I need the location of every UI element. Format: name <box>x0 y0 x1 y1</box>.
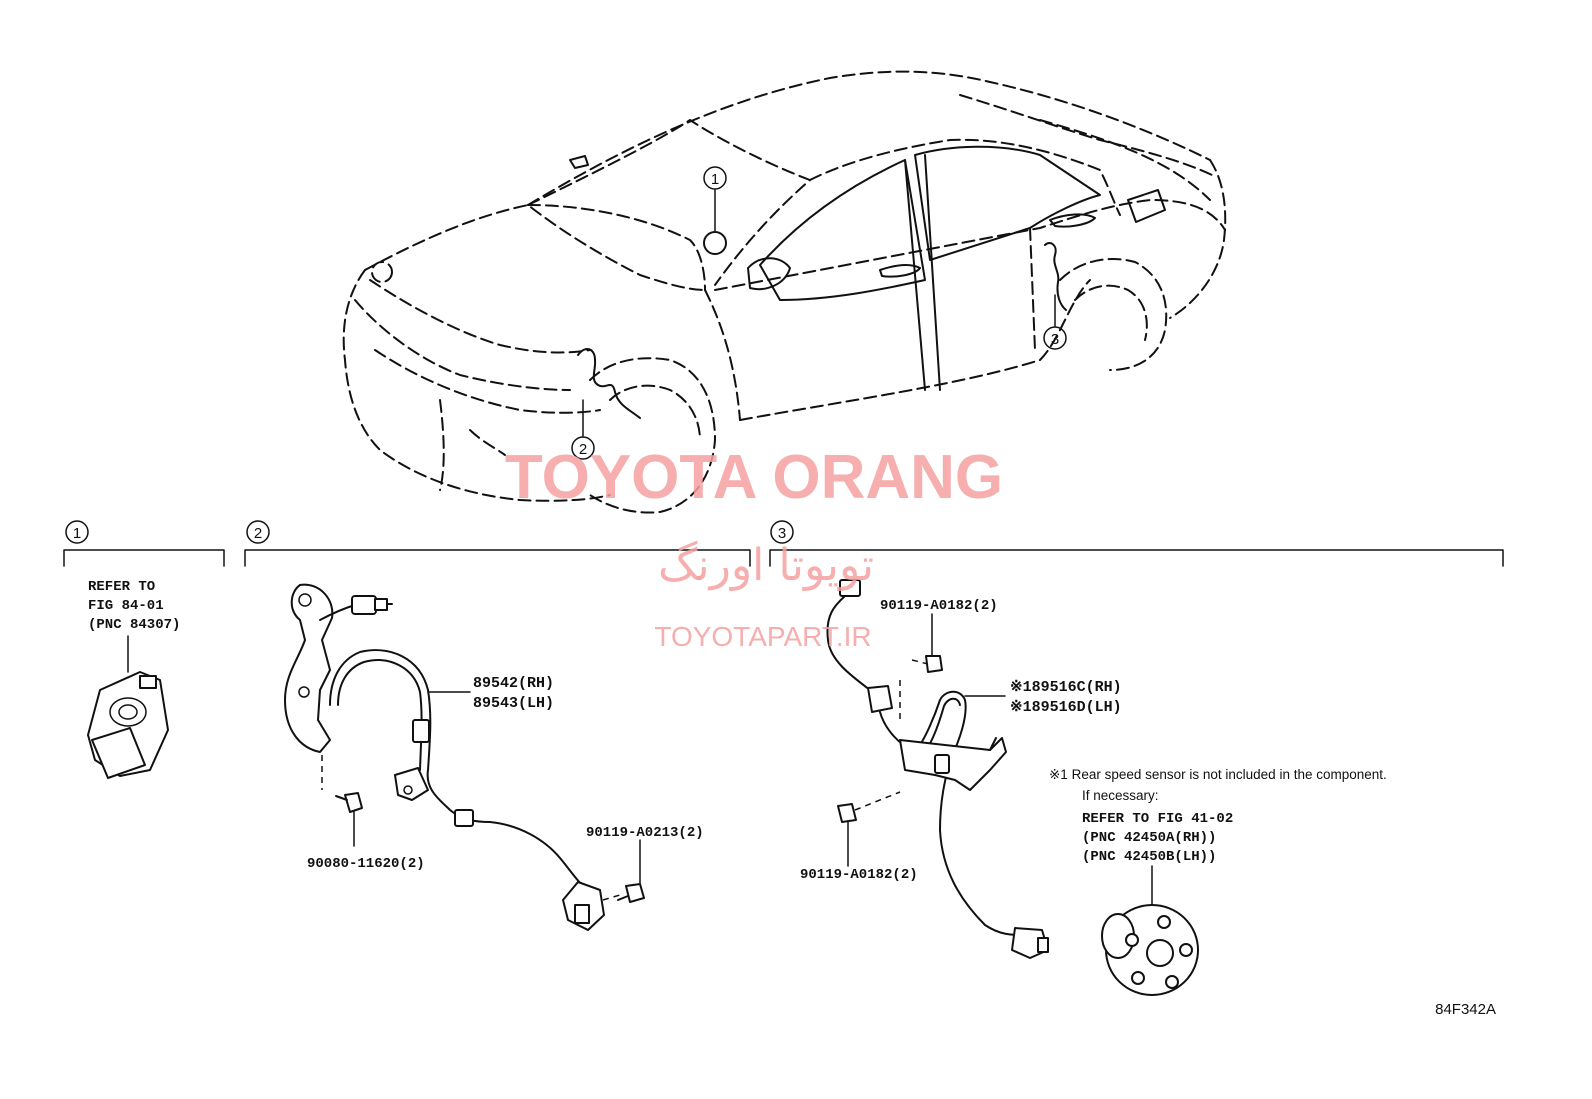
group1-note-line1: REFER TO <box>88 579 155 595</box>
svg-text:1: 1 <box>73 525 81 542</box>
rear-speed-sensor-part[interactable] <box>826 579 1049 959</box>
bolt-90080-icon <box>321 755 363 813</box>
car-outline <box>342 70 1227 514</box>
label-89543-lh[interactable]: 89543(LH) <box>473 695 554 712</box>
svg-text:1: 1 <box>711 171 719 188</box>
bolt-90119-a0182-top-icon <box>911 655 943 673</box>
watermark-persian: تویوتا اورنگ <box>658 540 874 591</box>
label-90119-a0182-bottom[interactable]: 90119-A0182(2) <box>800 867 918 883</box>
group1-note-line2: FIG 84-01 <box>88 598 164 614</box>
svg-text:2: 2 <box>254 525 262 542</box>
section-3-header: 3 <box>769 520 1504 567</box>
rear-sensor-note-refer: REFER TO FIG 41-02 <box>1082 811 1233 827</box>
spiral-cable-part[interactable] <box>87 671 169 779</box>
label-90119-a0213[interactable]: 90119-A0213(2) <box>586 825 704 841</box>
label-89516c-rh[interactable]: ※189516C(RH) <box>1010 679 1122 696</box>
rear-sensor-note-pnc-rh: (PNC 42450A(RH)) <box>1082 830 1216 846</box>
watermark-title: TOYOTA ORANG <box>505 443 1003 512</box>
car-sensor-wiring <box>577 189 1067 437</box>
rear-axle-hub-part[interactable] <box>1101 904 1199 996</box>
spiral-cable-icon <box>703 231 727 255</box>
car-callout-1[interactable]: 1 <box>703 166 727 190</box>
svg-text:3: 3 <box>1051 331 1059 348</box>
car-callout-3[interactable]: 3 <box>1043 326 1067 350</box>
rear-sensor-note-pnc-lh: (PNC 42450B(LH)) <box>1082 849 1216 865</box>
section-1-header: 1 <box>63 520 225 567</box>
car-callout-2[interactable]: 2 <box>571 436 595 460</box>
svg-text:2: 2 <box>579 441 587 458</box>
group1-note-line3: (PNC 84307) <box>88 617 180 633</box>
rear-sensor-note: ※1 Rear speed sensor is not included in … <box>1049 767 1387 782</box>
section-2-header: 2 <box>244 520 751 567</box>
svg-text:3: 3 <box>778 525 786 542</box>
label-89516d-lh[interactable]: ※189516D(LH) <box>1010 699 1122 716</box>
label-90080-11620[interactable]: 90080-11620(2) <box>307 856 425 872</box>
figure-code: 84F342A <box>1435 1001 1496 1018</box>
bolt-90119-a0213-icon <box>602 883 645 903</box>
label-90119-a0182-top[interactable]: 90119-A0182(2) <box>880 598 998 614</box>
bolt-90119-a0182-bottom-icon <box>837 791 901 823</box>
label-89542-rh[interactable]: 89542(RH) <box>473 675 554 692</box>
rear-sensor-note-if: If necessary: <box>1082 788 1159 803</box>
watermark-site: TOYOTAPART.IR <box>654 621 871 652</box>
front-speed-sensor-part[interactable] <box>284 583 605 931</box>
